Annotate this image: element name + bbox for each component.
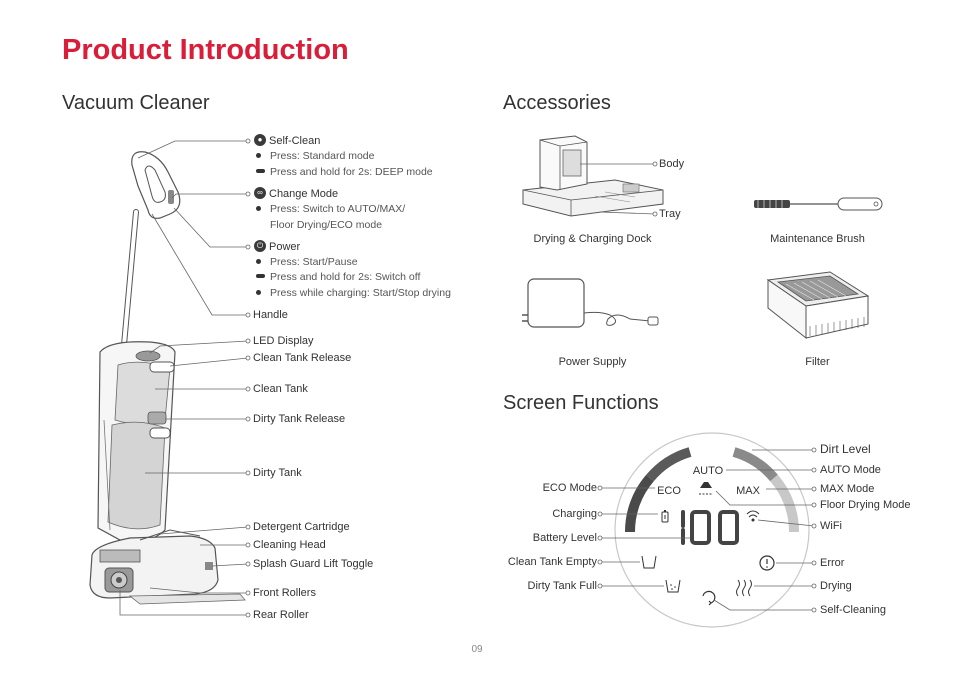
change-mode-label: Change Mode: [269, 188, 339, 200]
bullet-icon: [256, 205, 261, 211]
dirty-tank-full-label: Dirty Tank Full: [527, 580, 597, 592]
power-hold-row: Press and hold for 2s: Switch off: [256, 270, 420, 284]
bullet-icon: [256, 152, 261, 158]
self-clean-label-row: ●Self-Clean: [254, 134, 320, 148]
page-title: Product Introduction: [62, 34, 349, 66]
tray-label: Tray: [659, 208, 681, 220]
error-label: Error: [820, 557, 845, 569]
drying-icon: [736, 579, 752, 597]
bullet-icon: [256, 289, 261, 295]
change-mode-press-line1: Press: Switch to AUTO/MAX/: [270, 203, 406, 215]
wifi-label: WiFi: [820, 520, 842, 532]
droplet-icon: ●: [254, 134, 266, 147]
auto-mode-label: AUTO Mode: [820, 464, 881, 476]
power-icon: ⏻: [254, 240, 266, 253]
screen-section-title: Screen Functions: [503, 392, 659, 414]
filter-illustration: [766, 271, 870, 340]
dirty-tank-full-icon: [665, 579, 681, 593]
filter-caption: Filter: [805, 356, 830, 368]
front-rollers-label: Front Rollers: [253, 587, 316, 599]
self-clean-label: Self-Clean: [269, 135, 321, 147]
self-clean-hold-row: Press and hold for 2s: DEEP mode: [256, 165, 433, 179]
charging-label: Charging: [552, 508, 597, 520]
handle-label: Handle: [253, 309, 288, 321]
change-mode-press-row: Press: Switch to AUTO/MAX/: [256, 202, 405, 216]
power-press-row: Press: Start/Pause: [256, 255, 358, 269]
error-icon: [759, 555, 775, 571]
battery-level-label: Battery Level: [532, 532, 597, 544]
wifi-icon: [746, 510, 760, 522]
display-auto-text: AUTO: [693, 465, 724, 477]
battery-level-digits: [681, 510, 739, 545]
power-label-row: ⏻Power: [254, 240, 300, 254]
brush-caption: Maintenance Brush: [770, 233, 865, 245]
floor-drying-mode-label: Floor Drying Mode: [820, 499, 911, 511]
self-clean-press: Press: Standard mode: [270, 150, 375, 162]
power-label: Power: [269, 241, 301, 253]
clean-tank-empty-icon: [641, 555, 657, 569]
bullet-icon: [256, 258, 261, 264]
dirt-level-label: Dirt Level: [820, 442, 871, 456]
max-mode-label: MAX Mode: [820, 483, 875, 495]
accessories-section-title: Accessories: [503, 92, 611, 114]
power-supply-caption: Power Supply: [558, 356, 627, 368]
splash-guard-label: Splash Guard Lift Toggle: [253, 558, 374, 570]
page-number: 09: [471, 644, 483, 655]
display-max-text: MAX: [736, 485, 761, 497]
battery-icon: [661, 510, 669, 523]
power-charging-row: Press while charging: Start/Stop drying: [256, 286, 451, 300]
power-press: Press: Start/Pause: [270, 256, 358, 268]
self-cleaning-label: Self-Cleaning: [820, 604, 887, 616]
dock-illustration: [522, 135, 664, 217]
screen-display: AUTO ECO MAX: [614, 432, 810, 628]
dock-caption: Drying & Charging Dock: [533, 233, 652, 245]
eco-mode-label: ECO Mode: [542, 482, 597, 494]
change-mode-label-row: ∞Change Mode: [254, 187, 338, 201]
detergent-cartridge-label: Detergent Cartridge: [253, 521, 350, 533]
power-supply-illustration: [522, 278, 659, 328]
display-eco-text: ECO: [657, 485, 681, 497]
self-clean-press-row: Press: Standard mode: [256, 149, 374, 163]
clean-tank-empty-label: Clean Tank Empty: [507, 556, 597, 568]
brush-illustration: [754, 197, 883, 211]
floor-drying-icon: [699, 482, 713, 495]
hold-icon: [256, 169, 265, 174]
power-hold: Press and hold for 2s: Switch off: [270, 271, 421, 283]
self-cleaning-icon: [702, 590, 716, 606]
power-charging: Press while charging: Start/Stop drying: [270, 287, 451, 299]
vacuum-section-title: Vacuum Cleaner: [62, 92, 210, 114]
cleaning-head-label: Cleaning Head: [253, 539, 326, 551]
clean-tank-label: Clean Tank: [253, 383, 308, 395]
vacuum-illustration: [89, 151, 246, 605]
mode-icon: ∞: [254, 187, 266, 200]
hold-icon: [256, 274, 265, 279]
self-clean-hold: Press and hold for 2s: DEEP mode: [270, 166, 433, 178]
rear-roller-label: Rear Roller: [253, 609, 309, 621]
led-display-label: LED Display: [253, 335, 314, 347]
drying-label: Drying: [820, 580, 852, 592]
body-label: Body: [659, 158, 685, 170]
change-mode-press-line2: Floor Drying/ECO mode: [270, 219, 383, 231]
dirty-tank-label: Dirty Tank: [253, 467, 302, 479]
dirty-tank-release-label: Dirty Tank Release: [253, 413, 346, 425]
clean-tank-release-label: Clean Tank Release: [253, 352, 352, 364]
